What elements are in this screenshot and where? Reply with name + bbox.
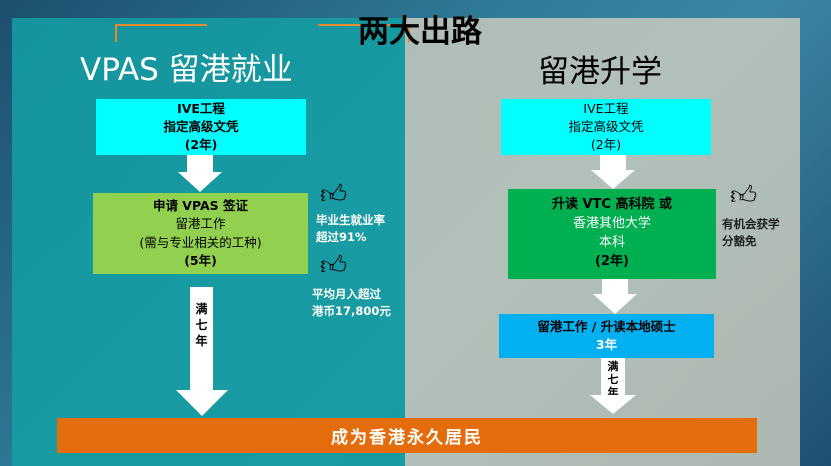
box-line: 升读 VTC 高科院 或 (551, 197, 673, 213)
left-heading: VPAS 留港就业 (80, 52, 293, 88)
note-line: 分豁免 (722, 234, 757, 249)
note-line: 平均月入超过 (312, 287, 381, 301)
credit-exemption-note: 有机会获学 分豁免 (722, 216, 780, 251)
box-line: 本科 (598, 235, 625, 250)
right-seven-years-arrow: 满 七 年 (601, 358, 625, 399)
box-line: (需与专业相关的工种) (139, 234, 262, 250)
arrow-char: 满 (195, 302, 208, 316)
box-line: IVE工程 (583, 100, 629, 116)
note-line: 超过91% (316, 230, 367, 245)
right-work-master-box: 留港工作 / 升读本地硕士 3年 (499, 314, 714, 358)
arrow-down-icon (602, 279, 628, 295)
box-line: (5年) (184, 252, 217, 268)
salary-note: 平均月入超过 港币17,800元 (312, 286, 391, 321)
arrow-down-icon (591, 170, 635, 189)
thumbs-up-icon: 👍︎ (320, 251, 348, 281)
box-line: 留港工作 (175, 216, 226, 232)
box-line: 香港其他大学 (572, 216, 651, 232)
arrow-down-icon (178, 172, 222, 192)
note-line: 毕业生就业率 (316, 213, 385, 227)
box-line: (2年) (184, 137, 218, 153)
note-line: 港币17,800元 (312, 304, 391, 319)
title-bracket-right (318, 24, 410, 42)
box-line: (2年) (590, 137, 622, 153)
right-degree-box: 升读 VTC 高科院 或 香港其他大学 本科 (2年) (508, 189, 716, 279)
permanent-resident-bar: 成为香港永久居民 (57, 418, 757, 453)
arrow-char: 年 (607, 386, 619, 400)
arrow-char: 七 (607, 373, 619, 387)
box-line: (2年) (595, 253, 629, 269)
box-line: 3年 (595, 337, 618, 352)
slide-title: 两大出路 (358, 14, 482, 50)
left-vpas-box: 申请 VPAS 签证 留港工作 (需与专业相关的工种) (5年) (93, 193, 308, 274)
thumbs-up-icon: 👍︎ (730, 181, 758, 211)
right-ive-box: IVE工程 指定高级文凭 (2年) (501, 99, 711, 155)
note-line: 有机会获学 (722, 217, 780, 231)
employment-note: 毕业生就业率 超过91% (316, 212, 385, 247)
title-bracket-left (115, 24, 207, 42)
box-line: 留港工作 / 升读本地硕士 (537, 318, 676, 334)
arrow-down-icon (187, 155, 213, 173)
box-line: 申请 VPAS 签证 (152, 198, 249, 214)
arrow-down-icon (593, 294, 637, 314)
arrow-down-icon (600, 155, 626, 171)
arrow-down-icon (590, 395, 636, 414)
box-line: IVE工程 (177, 100, 225, 116)
box-line: 指定高级文凭 (163, 118, 239, 134)
left-seven-years-arrow: 满 七 年 (190, 287, 213, 391)
box-line: 指定高级文凭 (568, 118, 644, 134)
arrow-down-icon (176, 390, 228, 416)
arrow-char: 满 (607, 360, 619, 373)
arrow-char: 七 (195, 318, 208, 333)
arrow-char: 年 (195, 334, 208, 349)
right-heading: 留港升学 (538, 54, 662, 90)
thumbs-up-icon: 👍︎ (320, 180, 348, 210)
left-ive-box: IVE工程 指定高级文凭 (2年) (96, 99, 306, 155)
